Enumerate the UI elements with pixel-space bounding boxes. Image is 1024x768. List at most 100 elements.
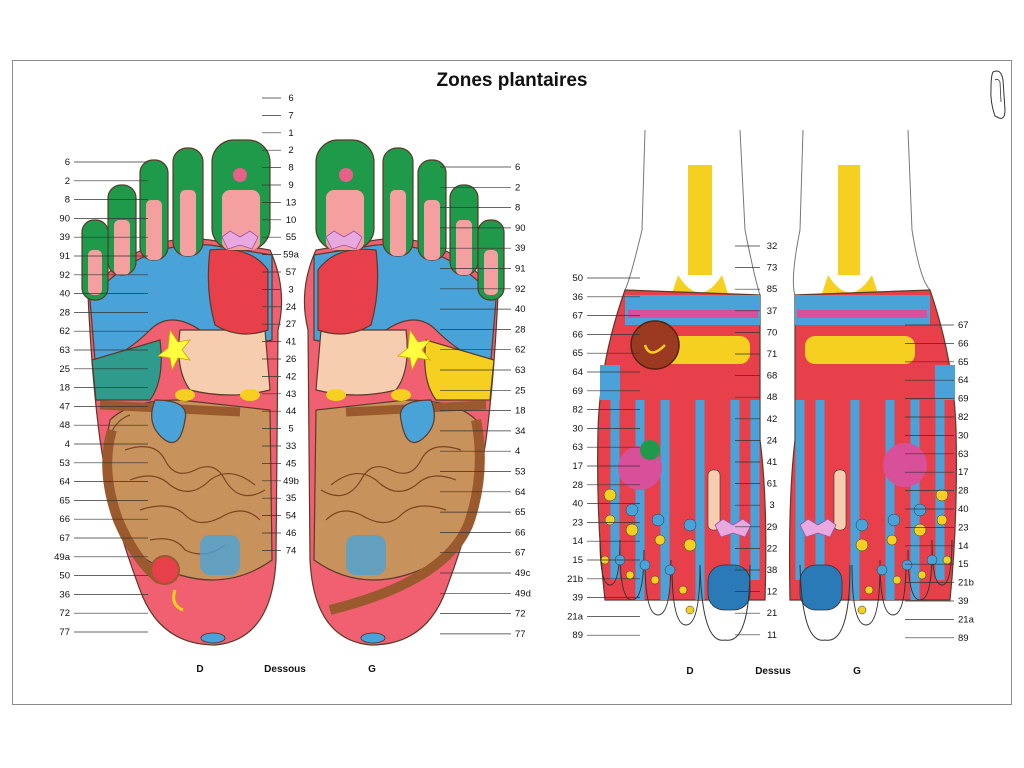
zone-label: 74 [286,545,297,556]
zone-label: 67 [572,311,583,322]
plantar-caption-right-foot: D [196,664,203,675]
zone-label: 57 [286,267,297,278]
plantar-right-foot [81,139,283,646]
zone-label: 15 [958,559,969,570]
zone-label: 39 [59,232,70,243]
zone-label: 21 [767,608,778,619]
zone-label: 91 [59,251,70,262]
zone-label: 10 [286,215,297,226]
dorsal-caption-view: Dessus [755,666,791,677]
zone-label: 42 [767,414,778,425]
zone-label: 14 [958,541,969,552]
dorsal-left-foot [788,129,957,641]
zone-label: 32 [767,241,778,252]
zone-label: 38 [767,565,778,576]
zone-label: 50 [59,571,70,582]
zone-label: 40 [59,289,70,300]
zone-label: 73 [767,263,778,274]
zone-label: 33 [286,441,297,452]
zone-label: 69 [958,394,969,405]
zone-label: 18 [515,406,526,417]
zone-label: 30 [572,423,583,434]
zone-label: 1 [288,128,293,139]
zone-label: 66 [515,527,526,538]
plantar-caption-left-foot: G [368,664,376,675]
zone-label: 45 [286,458,297,469]
zone-label: 30 [958,430,969,441]
zone-label: 24 [767,435,778,446]
zone-label: 82 [958,412,969,423]
zone-label: 66 [59,514,70,525]
zone-label: 28 [958,486,969,497]
dorsal-caption-left-foot: G [853,666,861,677]
plantar-right-labels: 62890399192402862632518344536465666749c4… [440,162,531,640]
zone-label: 62 [515,345,526,356]
chart-frame [12,60,1012,705]
zone-label: 21a [958,614,975,625]
zone-label: 39 [572,593,583,604]
zone-label: 46 [286,528,297,539]
plantar-center-labels: 67128913105559a573242741264243445334549b… [262,93,300,556]
zone-label: 39 [515,243,526,254]
zone-label: 68 [767,371,778,382]
zone-label: 48 [59,420,70,431]
zone-label: 70 [767,327,778,338]
zone-label: 42 [286,371,297,382]
zone-label: 65 [515,507,526,518]
zone-label: 29 [767,522,778,533]
zone-label: 90 [515,223,526,234]
zone-label: 64 [958,375,969,386]
zone-label: 67 [515,548,526,559]
zone-label: 23 [958,522,969,533]
zone-label: 47 [59,401,70,412]
chart-title: Zones plantaires [436,70,588,91]
zone-label: 39 [958,596,969,607]
zone-label: 7 [288,110,293,121]
zone-label: 65 [958,357,969,368]
zone-label: 55 [286,232,297,243]
zone-label: 22 [767,543,778,554]
zone-label: 54 [286,511,297,522]
zone-label: 5 [288,424,293,435]
zone-label: 2 [288,145,293,156]
zone-label: 4 [515,446,520,457]
zone-label: 35 [286,493,297,504]
zone-label: 36 [572,292,583,303]
plantar-left-labels: 6289039919240286263251847484536465666749… [54,157,148,638]
zone-label: 63 [572,442,583,453]
zone-label: 6 [65,157,70,168]
zone-label: 64 [515,487,526,498]
zone-label: 64 [59,477,70,488]
zone-label: 27 [286,319,297,330]
zone-label: 17 [958,467,969,478]
zone-label: 49c [515,568,531,579]
zone-label: 77 [515,629,526,640]
zone-label: 40 [958,504,969,515]
plantar-left-foot [303,139,505,646]
zone-label: 66 [572,329,583,340]
zone-label: 67 [958,320,969,331]
zone-label: 77 [59,627,70,638]
zone-label: 8 [65,195,70,206]
zone-label: 63 [515,365,526,376]
zone-label: 91 [515,264,526,275]
zone-label: 6 [515,162,520,173]
zone-label: 21b [567,574,583,585]
zone-label: 17 [572,461,583,472]
zone-label: 85 [767,284,778,295]
zone-label: 89 [572,630,583,641]
zone-label: 53 [515,467,526,478]
zone-label: 36 [59,589,70,600]
zone-label: 28 [515,324,526,335]
zone-label: 4 [65,439,70,450]
zone-label: 23 [572,517,583,528]
zone-label: 24 [286,302,297,313]
zone-label: 21b [958,578,974,589]
zone-label: 49d [515,588,531,599]
zone-label: 11 [767,630,777,641]
zone-label: 82 [572,405,583,416]
zone-label: 14 [572,536,583,547]
zone-label: 28 [572,480,583,491]
zone-label: 63 [59,345,70,356]
